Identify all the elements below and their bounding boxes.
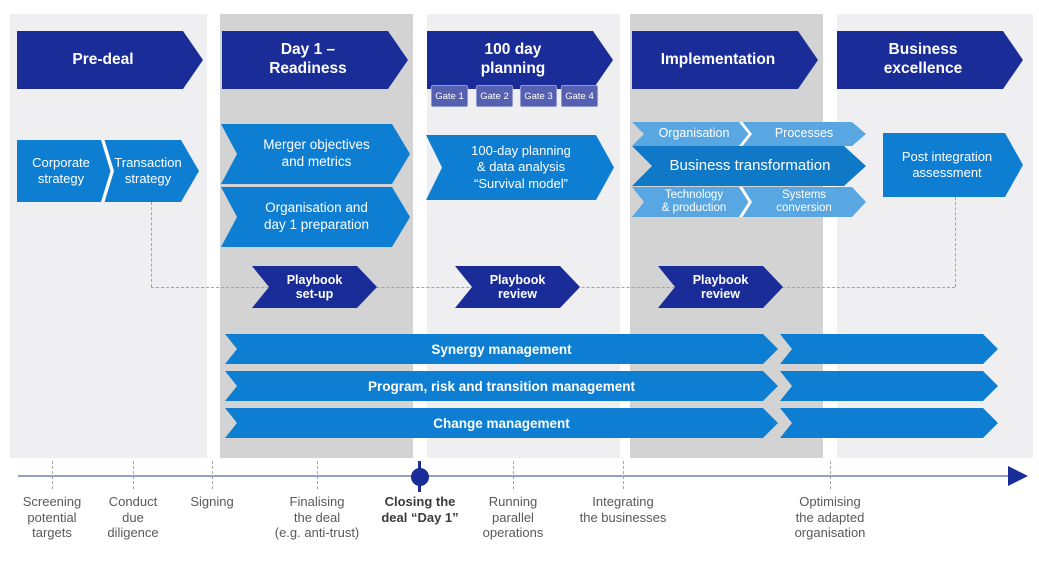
change-management-bar: Change management — [225, 408, 778, 438]
corporate-strategy-segment: Corporate strategy — [32, 154, 90, 186]
change-management-bar-continued — [780, 408, 998, 438]
timeline-tick — [513, 461, 514, 489]
playbook-label: Playbook review — [489, 272, 546, 301]
organisation-day1-arrow: Organisation and day 1 preparation — [221, 187, 410, 247]
milestone-screening: Screening potential targets — [22, 494, 82, 541]
processes-segment: Processes — [774, 126, 834, 141]
timeline-tick — [830, 461, 831, 489]
survival-model-arrow: 100-day planning & data analysis “Surviv… — [426, 135, 614, 200]
timeline-axis — [18, 475, 1010, 477]
stream-label: Synergy management — [431, 341, 572, 357]
milestone-integrating: Integrating the businesses — [579, 494, 667, 525]
phase-label: Implementation — [660, 50, 776, 68]
timeline-tick — [212, 461, 213, 489]
phase-label: Pre-deal — [72, 50, 134, 68]
business-transformation-arrow: Business transformation — [632, 146, 866, 186]
gate-label: Gate 1 — [435, 90, 464, 102]
program-risk-transition-bar: Program, risk and transition management — [225, 371, 778, 401]
timeline-tick — [52, 461, 53, 489]
playbook-review-chevron-1: Playbook review — [455, 266, 580, 308]
phase-arrow-business-excellence: Business excellence — [837, 31, 1023, 89]
program-risk-transition-bar-continued — [780, 371, 998, 401]
day1-milestone-marker — [411, 468, 429, 486]
phase-arrow-implementation: Implementation — [632, 31, 818, 89]
stream-label: Program, risk and transition management — [367, 378, 636, 394]
milestone-optimising: Optimising the adapted organisation — [794, 494, 866, 541]
gate-2-badge: Gate 2 — [476, 85, 513, 107]
phase-arrow-pre-deal: Pre-deal — [17, 31, 203, 89]
timeline-tick — [317, 461, 318, 489]
milestone-signing: Signing — [190, 494, 234, 509]
technology-production-segment: Technology & production — [661, 189, 727, 214]
arrow-label: Organisation and day 1 preparation — [263, 200, 370, 232]
phase-arrow-day1-readiness: Day 1 – Readiness — [222, 31, 408, 89]
dotted-connector-right — [955, 197, 956, 287]
organisation-segment: Organisation — [658, 126, 730, 141]
systems-conversion-segment: Systems conversion — [776, 189, 832, 214]
phase-label: Day 1 – Readiness — [269, 41, 347, 77]
gate-label: Gate 3 — [524, 90, 553, 102]
gate-label: Gate 4 — [565, 90, 594, 102]
dotted-connector-left — [151, 202, 152, 287]
stream-label: Change management — [433, 415, 570, 431]
timeline-arrowhead-icon — [1008, 466, 1028, 486]
post-integration-arrow: Post integration assessment — [883, 133, 1023, 197]
gate-1-badge: Gate 1 — [431, 85, 468, 107]
synergy-management-bar-continued — [780, 334, 998, 364]
playbook-review-chevron-2: Playbook review — [658, 266, 783, 308]
pre-deal-strategy-arrow: Corporate strategy Transaction strategy — [17, 140, 199, 202]
gate-3-badge: Gate 3 — [520, 85, 557, 107]
arrow-label: Merger objectives and metrics — [263, 137, 370, 169]
arrow-label: Post integration assessment — [901, 148, 993, 180]
phase-label: 100 day planning — [480, 41, 546, 77]
milestone-closing-day1: Closing the deal “Day 1” — [381, 494, 459, 525]
playbook-label: Playbook review — [692, 272, 749, 301]
transaction-strategy-segment: Transaction strategy — [114, 154, 182, 186]
phase-arrow-100-day-planning: 100 day planning — [427, 31, 613, 89]
gate-4-badge: Gate 4 — [561, 85, 598, 107]
timeline-tick — [623, 461, 624, 489]
milestone-due-diligence: Conduct due diligence — [107, 494, 159, 541]
phase-label: Business excellence — [883, 41, 963, 77]
merger-objectives-arrow: Merger objectives and metrics — [221, 124, 410, 184]
synergy-management-bar: Synergy management — [225, 334, 778, 364]
gate-label: Gate 2 — [480, 90, 509, 102]
milestone-finalising: Finalising the deal (e.g. anti-trust) — [274, 494, 360, 541]
arrow-label: Business transformation — [669, 156, 831, 174]
arrow-label: 100-day planning & data analysis “Surviv… — [471, 143, 571, 191]
playbook-label: Playbook set-up — [286, 272, 343, 301]
organisation-processes-strip: Organisation Processes — [632, 122, 866, 146]
technology-systems-strip: Technology & production Systems conversi… — [632, 187, 866, 217]
playbook-setup-chevron: Playbook set-up — [252, 266, 377, 308]
milestone-parallel-operations: Running parallel operations — [482, 494, 544, 541]
timeline-tick — [133, 461, 134, 489]
